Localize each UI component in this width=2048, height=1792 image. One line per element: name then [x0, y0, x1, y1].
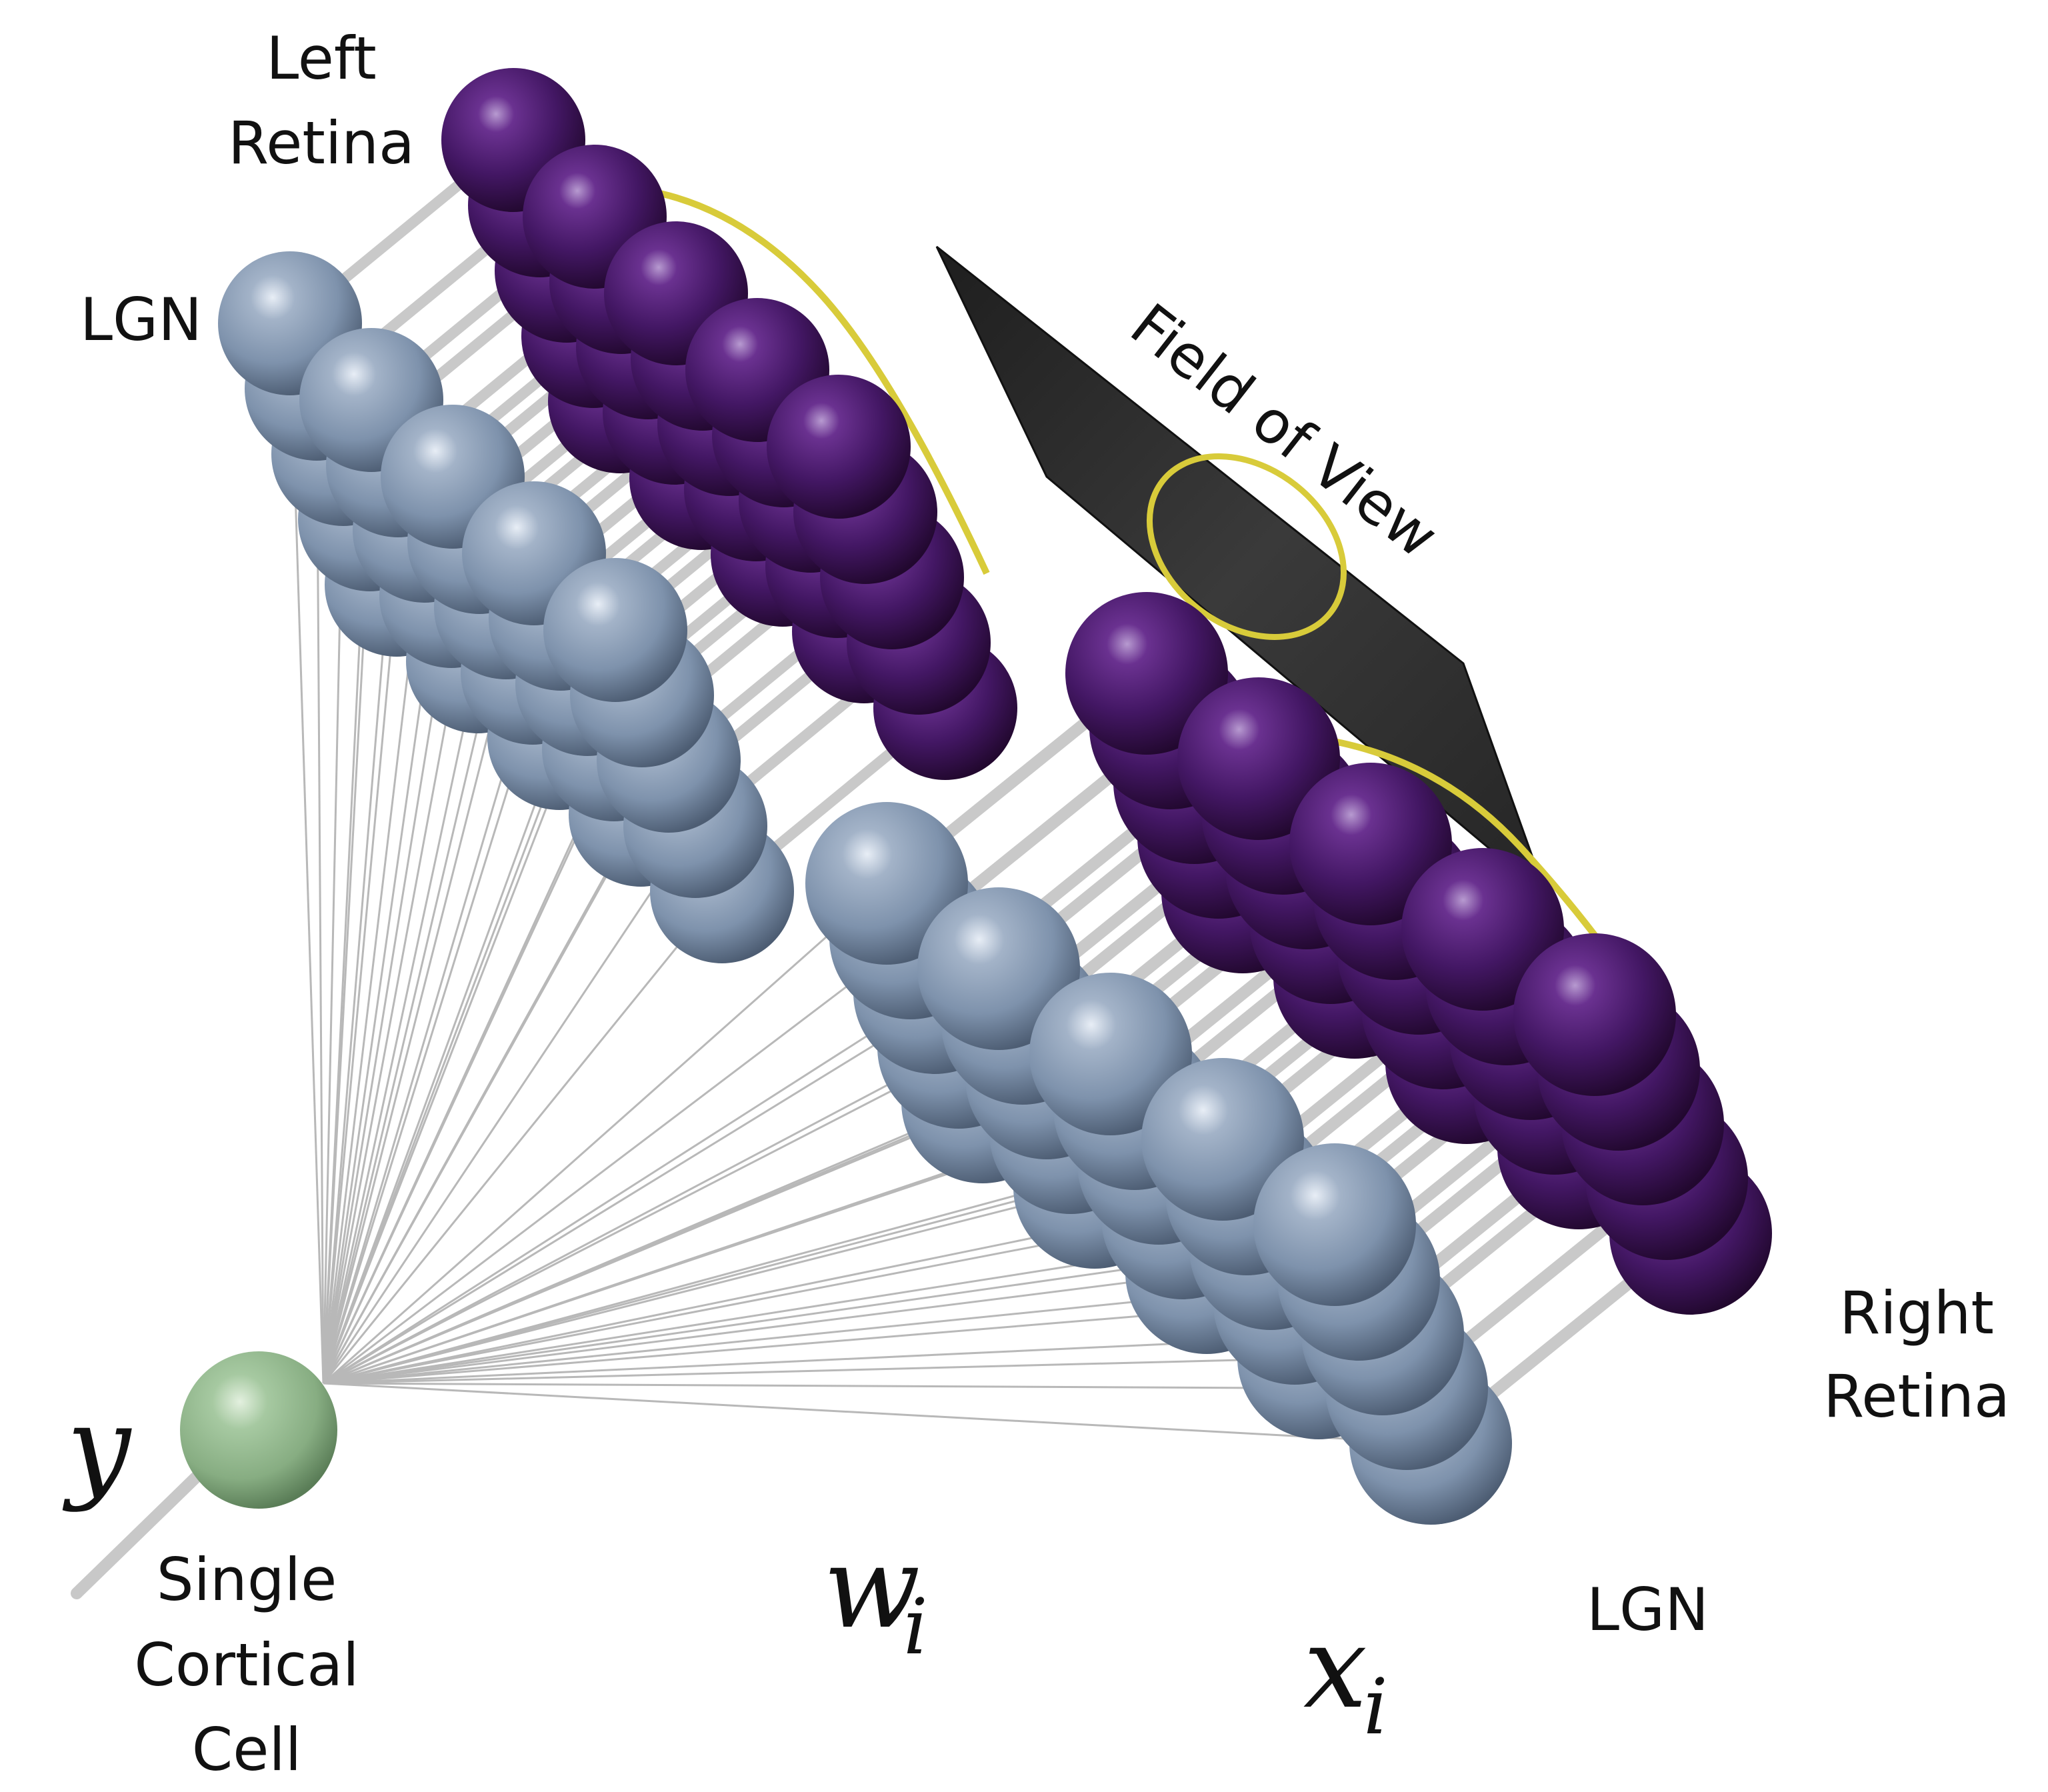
weight-line: [322, 661, 479, 1384]
cortical-cell-label-line1: Single: [157, 1545, 337, 1614]
weight-line: [323, 1247, 1271, 1385]
lgn-sphere: [1029, 973, 1192, 1135]
weight-line: [323, 1046, 959, 1385]
right-retina-spheres: [1065, 592, 1772, 1315]
left-lgn-spheres: [218, 251, 794, 963]
lgn-top-label: LGN: [80, 285, 202, 354]
retina-sphere: [767, 375, 911, 519]
cortical-cell-label-line3: Cell: [192, 1715, 301, 1784]
right-lgn-spheres: [805, 802, 1512, 1525]
weight-line: [322, 891, 723, 1384]
weight-line: [322, 825, 697, 1384]
weight-w-symbol: w: [823, 1522, 921, 1654]
lgn-sphere: [917, 887, 1080, 1050]
right-retina-label-line2: Retina: [1823, 1362, 2010, 1431]
weight-line: [323, 991, 935, 1385]
retina-sphere: [1401, 848, 1564, 1011]
weight-line: [323, 1271, 1207, 1385]
weight-line: [322, 584, 398, 1384]
lgn-sphere: [1253, 1143, 1416, 1306]
retina-sphere: [1065, 592, 1228, 755]
weight-line: [323, 1382, 1431, 1445]
left-retina-label-line1: Left: [266, 24, 377, 93]
weight-line: [323, 937, 911, 1385]
weight-line: [322, 607, 507, 1384]
cortical-cell-sphere: [180, 1351, 337, 1509]
output-y-symbol: y: [62, 1382, 132, 1514]
lgn-sphere: [543, 558, 687, 702]
weight-line: [323, 1382, 1407, 1390]
weight-line: [323, 1357, 1319, 1385]
retina-sphere: [1177, 677, 1340, 840]
weight-line: [323, 1186, 1095, 1385]
lgn-sphere: [805, 802, 968, 965]
left-retina-label-line2: Retina: [228, 109, 415, 177]
weight-subscript: i: [903, 1583, 928, 1672]
lgn-sphere: [1141, 1058, 1304, 1221]
field-of-view-ring: [1146, 453, 1347, 640]
weight-line: [322, 737, 561, 1384]
output-axon: [71, 1467, 206, 1599]
lgn-bottom-label: LGN: [1587, 1575, 1709, 1644]
right-retina-label-line1: Right: [1839, 1279, 1994, 1347]
weight-line: [323, 1302, 1295, 1385]
cortical-cell-label-line2: Cortical: [134, 1631, 359, 1699]
weight-line: [323, 882, 887, 1385]
weight-line: [322, 595, 453, 1384]
weight-line: [322, 672, 534, 1384]
retina-sphere: [1289, 763, 1452, 925]
retina-sphere: [1513, 933, 1676, 1096]
left-retina-spheres: [441, 68, 1017, 780]
input-subscript: i: [1363, 1663, 1388, 1752]
input-x-symbol: x: [1303, 1602, 1367, 1734]
